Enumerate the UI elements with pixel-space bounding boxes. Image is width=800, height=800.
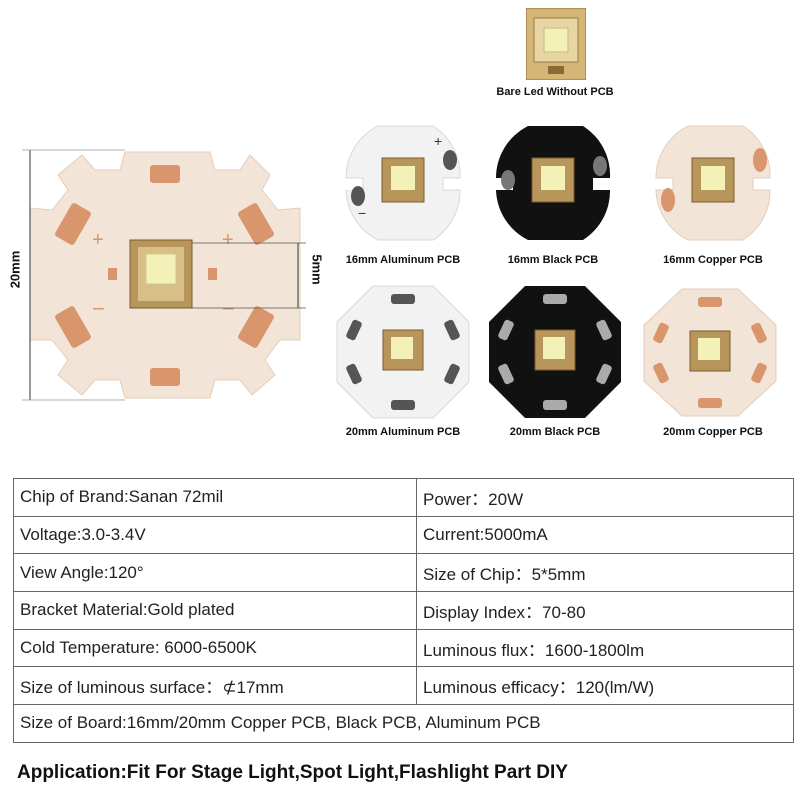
spec-row: Bracket Material:Gold plated Display Ind… <box>13 591 794 630</box>
pcb-16mm-black <box>488 118 618 248</box>
spec-board-size: Size of Board:16mm/20mm Copper PCB, Blac… <box>13 704 794 743</box>
caption-20mm-aluminum: 20mm Aluminum PCB <box>345 426 461 438</box>
spec-current: Current:5000mA <box>416 515 794 555</box>
caption-bare-led: Bare Led Without PCB <box>496 86 614 98</box>
spec-view-angle: View Angle:120° <box>13 553 417 593</box>
spec-row: Size of luminous surface：⊄17mm Luminous … <box>13 666 794 706</box>
svg-text:−: − <box>222 296 235 321</box>
svg-text:−: − <box>92 296 105 321</box>
caption-16mm-aluminum: 16mm Aluminum PCB <box>345 254 461 266</box>
bare-led-image <box>525 7 587 81</box>
pcb-16mm-aluminum: + − <box>338 118 468 248</box>
spec-luminous-efficacy: Luminous efficacy：120(lm/W) <box>416 666 794 706</box>
spec-voltage: Voltage:3.0-3.4V <box>13 515 417 555</box>
pcb-20mm-black <box>485 282 625 422</box>
spec-chip-size: Size of Chip：5*5mm <box>416 553 794 593</box>
svg-text:−: − <box>358 205 366 221</box>
spec-row: Voltage:3.0-3.4V Current:5000mA <box>13 515 794 555</box>
spec-color-temperature: Cold Temperature: 6000-6500K <box>13 628 417 668</box>
spec-row: Chip of Brand:Sanan 72mil Power：20W <box>13 478 794 517</box>
spec-chip-brand: Chip of Brand:Sanan 72mil <box>13 478 417 517</box>
spec-row: Size of Board:16mm/20mm Copper PCB, Blac… <box>13 704 794 743</box>
spec-row: View Angle:120° Size of Chip：5*5mm <box>13 553 794 593</box>
application-text: Application:Fit For Stage Light,Spot Lig… <box>17 762 568 783</box>
spec-power: Power：20W <box>416 478 794 517</box>
caption-20mm-black: 20mm Black PCB <box>509 426 601 438</box>
board-dimension-label: 20mm <box>7 250 23 289</box>
svg-text:+: + <box>222 229 234 251</box>
large-copper-board: + + − − <box>0 130 330 420</box>
spec-luminous-surface: Size of luminous surface：⊄17mm <box>13 666 417 706</box>
pcb-20mm-aluminum <box>333 282 473 422</box>
spec-row: Cold Temperature: 6000-6500K Luminous fl… <box>13 628 794 668</box>
spec-display-index: Display Index：70-80 <box>416 591 794 630</box>
caption-20mm-copper: 20mm Copper PCB <box>663 426 763 438</box>
caption-16mm-black: 16mm Black PCB <box>507 254 599 266</box>
spec-bracket-material: Bracket Material:Gold plated <box>13 591 417 630</box>
spec-table: Chip of Brand:Sanan 72mil Power：20W Volt… <box>13 478 794 743</box>
large-copper-board-image: + + − − <box>22 149 306 401</box>
svg-text:+: + <box>92 229 104 251</box>
pcb-20mm-copper <box>640 285 780 420</box>
pcb-16mm-copper <box>648 118 778 248</box>
spec-luminous-flux: Luminous flux：1600-1800lm <box>416 628 794 668</box>
caption-16mm-copper: 16mm Copper PCB <box>663 254 763 266</box>
svg-text:+: + <box>434 133 442 149</box>
chip-dimension-label: 5mm <box>309 254 325 285</box>
